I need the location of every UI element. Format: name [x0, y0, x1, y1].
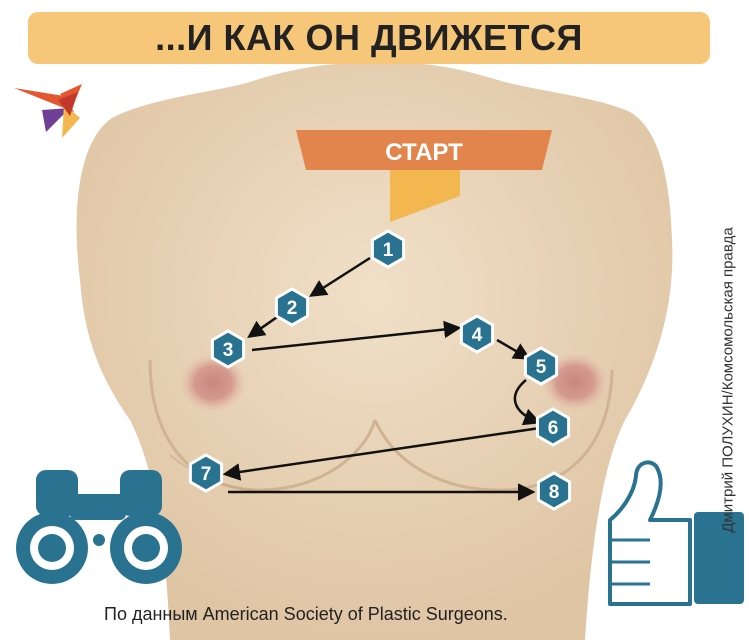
start-ribbon — [296, 130, 552, 170]
thumbs-up-icon — [608, 460, 744, 606]
step-hexagon — [523, 346, 559, 386]
step-hexagon — [459, 314, 495, 354]
left-areola — [179, 353, 247, 413]
arrow-1-2 — [309, 256, 371, 297]
arrow-2-3 — [247, 313, 281, 339]
step-hexagon — [536, 471, 572, 511]
bird-logo-icon — [14, 84, 82, 138]
step-hexagon — [274, 287, 310, 327]
step-marker-1: 1 — [370, 229, 406, 269]
step-hexagon — [370, 229, 406, 269]
step-number: 7 — [201, 464, 212, 485]
step-hexagon — [188, 453, 224, 493]
step-marker-7: 7 — [188, 453, 224, 493]
photo-credit: Дмитрий ПОЛУХИН/Комсомольская правда — [719, 227, 737, 533]
step-number: 8 — [549, 482, 560, 503]
step-marker-4: 4 — [459, 314, 495, 354]
step-marker-5: 5 — [523, 346, 559, 386]
step-number: 3 — [223, 340, 234, 361]
movement-arrows — [222, 256, 542, 501]
step-number: 6 — [548, 418, 559, 439]
step-marker-2: 2 — [274, 287, 310, 327]
page-title: ...И КАК ОН ДВИЖЕТСЯ — [28, 12, 710, 64]
step-marker-6: 6 — [535, 407, 571, 447]
source-note: По данным American Society of Plastic Su… — [104, 604, 508, 624]
step-hexagon — [535, 407, 571, 447]
arrow-4-5 — [496, 338, 532, 360]
arrow-6-7 — [222, 426, 541, 481]
step-number: 5 — [536, 357, 547, 378]
step-markers: 1 2 3 4 5 6 7 8 — [188, 229, 572, 511]
step-marker-3: 3 — [210, 329, 246, 369]
arrow-3-4 — [251, 320, 462, 352]
start-banner: СТАРТ — [296, 130, 552, 222]
step-number: 2 — [287, 298, 298, 319]
arrow-5-6 — [513, 379, 542, 426]
step-number: 4 — [472, 325, 483, 346]
step-hexagon — [210, 329, 246, 369]
step-marker-8: 8 — [536, 471, 572, 511]
step-number: 1 — [383, 240, 394, 261]
binoculars-icon — [16, 470, 182, 584]
start-ribbon-tail — [390, 170, 460, 222]
start-label: СТАРТ — [385, 139, 463, 166]
